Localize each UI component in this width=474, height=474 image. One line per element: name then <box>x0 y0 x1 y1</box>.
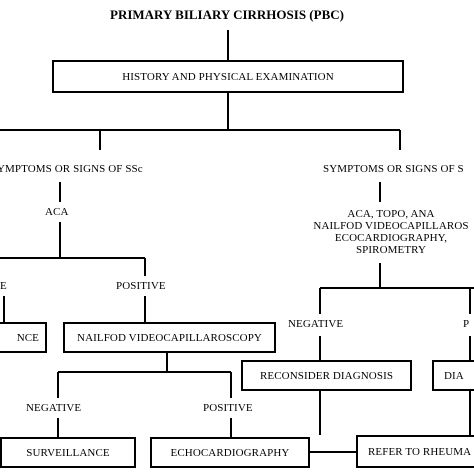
echocardiography-box-label: ECHOCARDIOGRAPHY <box>170 446 290 459</box>
left-aca-label: ACA <box>45 206 69 218</box>
history-box: HISTORY AND PHYSICAL EXAMINATION <box>52 60 404 93</box>
right-positive-box: DIA <box>432 360 474 391</box>
capillaroscopy-box-label: NAILFOD VIDEOCAPILLAROSCOPY <box>77 331 262 344</box>
right-test-line-1: ACA, TOPO, ANA <box>347 208 435 220</box>
diagram-title: PRIMARY BILIARY CIRRHOSIS (PBC) <box>110 7 344 22</box>
right-test-line-4: SPIROMETRY <box>355 244 427 256</box>
reconsider-diagnosis-box-label: RECONSIDER DIAGNOSIS <box>259 369 394 382</box>
left-negative-box-label: NCE <box>16 331 39 344</box>
left-positive-label: POSITIVE <box>116 280 166 292</box>
capillaroscopy-positive-label: POSITIVE <box>203 402 253 414</box>
right-positive-label: P <box>463 318 470 330</box>
right-negative-label: NEGATIVE <box>288 318 344 330</box>
right-test-line-2: NAILFOD VIDEOCAPILLAROS <box>313 220 469 232</box>
left-symptoms-label: YMPTOMS OR SIGNS OF SSc <box>0 163 143 175</box>
echocardiography-box: ECHOCARDIOGRAPHY <box>150 437 310 468</box>
left-negative-box: NCE <box>0 322 47 353</box>
surveillance-box: SURVEILLANCE <box>0 437 136 468</box>
right-test-line-3: ECOCARDIOGRAPHY, <box>334 232 448 244</box>
surveillance-box-label: SURVEILLANCE <box>26 446 110 459</box>
right-positive-box-label: DIA <box>444 369 464 382</box>
reconsider-diagnosis-box: RECONSIDER DIAGNOSIS <box>241 360 412 391</box>
right-symptoms-label: SYMPTOMS OR SIGNS OF S <box>323 163 464 175</box>
history-box-label: HISTORY AND PHYSICAL EXAMINATION <box>122 70 334 83</box>
refer-to-rheumatologist-box: REFER TO RHEUMA <box>356 435 474 468</box>
capillaroscopy-box: NAILFOD VIDEOCAPILLAROSCOPY <box>63 322 276 353</box>
capillaroscopy-negative-label: NEGATIVE <box>26 402 82 414</box>
refer-box-label: REFER TO RHEUMA <box>368 445 472 458</box>
right-tests-block: ACA, TOPO, ANA NAILFOD VIDEOCAPILLAROS E… <box>296 208 474 256</box>
left-negative-label: E <box>0 280 7 292</box>
